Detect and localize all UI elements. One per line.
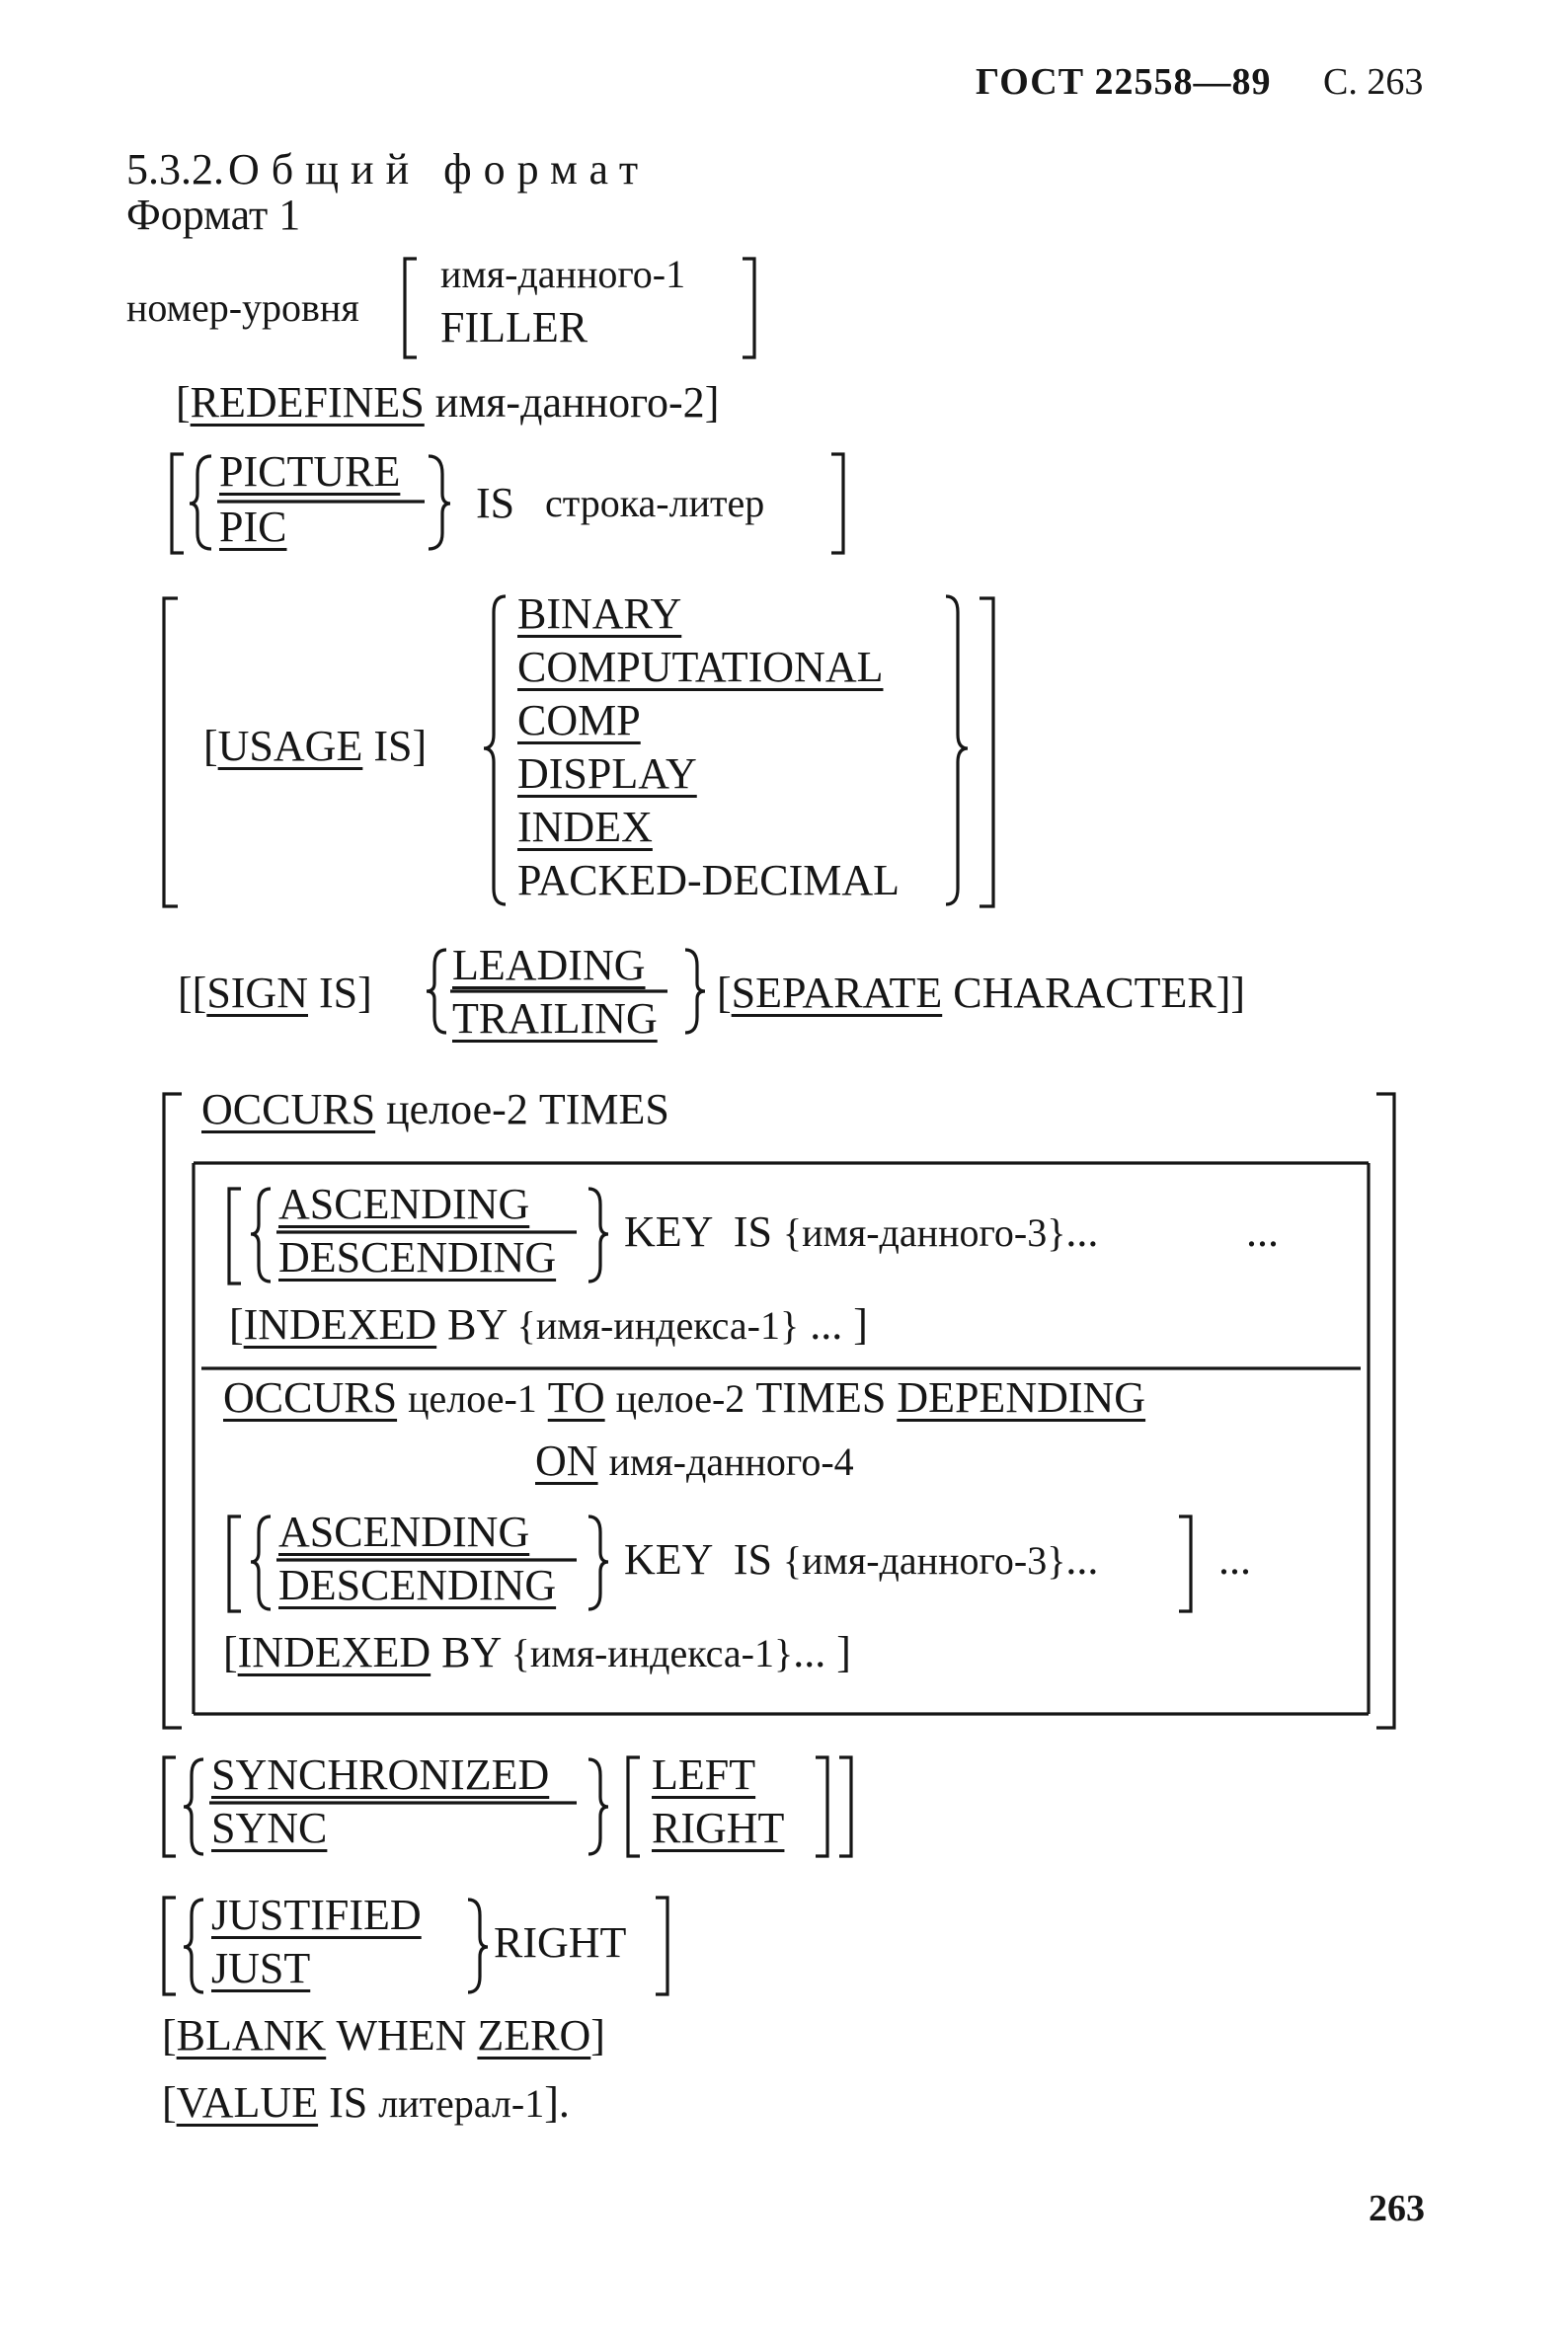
usage-option-display: DISPLAY (517, 749, 697, 798)
picture-brace-right (428, 454, 451, 551)
to-keyword: TO (547, 1373, 605, 1422)
left-right-bracket-right (816, 1755, 829, 1858)
filler-option: FILLER (440, 303, 588, 351)
key2-bracket-right (1179, 1515, 1193, 1613)
header-page-label: С. 263 (1323, 61, 1424, 103)
separate-keyword: SEPARATE (731, 969, 943, 1017)
sync-brace-right (588, 1757, 609, 1856)
pic-keyword: PIC (219, 503, 287, 551)
usage-option-computational: COMPUTATIONAL (517, 643, 884, 691)
sign-trailing: TRAILING (452, 994, 658, 1043)
blank-when-zero: [BLANK WHEN ZERO] (162, 2011, 605, 2060)
usage-option-binary: BINARY (517, 589, 682, 638)
key2-brace-left (250, 1515, 272, 1611)
occurs-int-2: целое-2 (386, 1085, 528, 1133)
just-option: JUST (211, 1944, 311, 1992)
left-right-bracket-left (626, 1755, 640, 1858)
descending-1: DESCENDING (278, 1233, 557, 1282)
indexed-keyword-2: INDEXED (237, 1628, 431, 1676)
sign-separate: [SEPARATE CHARACTER]] (717, 969, 1246, 1017)
key-is-2: KEY IS {имя-данного-3}... (624, 1535, 1099, 1584)
justified-right: RIGHT (494, 1918, 627, 1967)
justified-option: JUSTIFIED (211, 1891, 422, 1939)
sync-brace-left (183, 1757, 204, 1856)
sign-brace-left (426, 948, 447, 1035)
blank-keyword: BLANK (176, 2011, 327, 2060)
left-option: LEFT (652, 1750, 756, 1799)
ascending-1: ASCENDING (278, 1180, 530, 1228)
key2-bracket-left (227, 1515, 241, 1613)
usage-brace-left (483, 594, 507, 906)
usage-bracket-right (980, 596, 995, 908)
occurs-keyword-1: OCCURS (201, 1085, 376, 1133)
usage-brace-right (945, 594, 969, 906)
usage-keyword: USAGE (217, 722, 363, 770)
sync-option: SYNC (211, 1804, 328, 1852)
key1-brace-left (250, 1187, 272, 1283)
sign-keyword: SIGN (206, 969, 308, 1017)
level-bracket-left (403, 257, 417, 359)
header-standard: ГОСТ 22558—89 (976, 61, 1272, 103)
on-keyword: ON (535, 1437, 598, 1485)
usage-option-packed-decimal: PACKED-DECIMAL (517, 856, 901, 904)
sign-brace-right (684, 948, 706, 1035)
picture-is: IS (476, 479, 515, 527)
indexed-keyword-1: INDEXED (243, 1300, 437, 1349)
redefines-keyword: REDEFINES (190, 378, 425, 427)
just-bracket-left (162, 1896, 176, 1996)
key2-brace-right (588, 1515, 609, 1611)
section-number: 5.3.2. (126, 145, 224, 194)
value-clause: [VALUE IS литерал-1]. (162, 2078, 570, 2127)
usage-option-index: INDEX (517, 803, 653, 851)
right-option: RIGHT (652, 1804, 785, 1852)
indexed-by-1: [INDEXED BY {имя-индекса-1} ... ] (229, 1300, 868, 1349)
indexed-by-2: [INDEXED BY {имя-индекса-1}... ] (223, 1628, 851, 1676)
just-brace-left (183, 1898, 204, 1994)
sign-clause: [[SIGN IS] (178, 969, 372, 1017)
picture-bracket-right (831, 452, 845, 555)
key-is-1: KEY IS {имя-данного-3}... (624, 1207, 1099, 1256)
depending-keyword: DEPENDING (897, 1373, 1146, 1422)
data-name-1-option: имя-данного-1 (440, 252, 686, 296)
occurs-line-1: OCCURS целое-2 TIMES (201, 1088, 669, 1131)
redefines-clause: [REDEFINES имя-данного-2] (176, 378, 720, 427)
character-keyword: CHARACTER (953, 969, 1216, 1017)
format-label: Формат 1 (126, 191, 301, 239)
picture-bracket-left (170, 452, 184, 555)
key1-brace-right (588, 1187, 609, 1283)
zero-keyword: ZERO (477, 2011, 591, 2060)
usage-bracket-left (162, 596, 178, 908)
occurs-line-2: OCCURS целое-1 TO целое-2 TIMES DEPENDIN… (223, 1373, 1146, 1422)
section-heading: 5.3.2.Общий формат (126, 148, 650, 192)
value-keyword: VALUE (176, 2078, 319, 2127)
ascending-2: ASCENDING (278, 1508, 530, 1556)
section-title: Общий формат (228, 145, 651, 194)
times-keyword-1: TIMES (538, 1085, 669, 1133)
usage-clause: [USAGE IS] (203, 722, 428, 770)
just-bracket-right (656, 1896, 669, 1996)
occurs-bracket-left (162, 1092, 182, 1730)
picture-brace-left (189, 454, 212, 551)
level-number: номер-уровня (126, 285, 359, 330)
occurs-bracket-right (1376, 1092, 1396, 1730)
page-number: 263 (1369, 2188, 1425, 2229)
key1-bracket-left (227, 1187, 241, 1285)
sync-bracket-left (162, 1755, 176, 1858)
key-dots-outer-1: ... (1246, 1207, 1279, 1256)
occurs-on-line: ON имя-данного-4 (535, 1437, 854, 1485)
level-bracket-right (743, 257, 756, 359)
occurs-keyword-2: OCCURS (223, 1373, 398, 1422)
descending-2: DESCENDING (278, 1561, 557, 1609)
just-brace-right (467, 1898, 489, 1994)
usage-option-comp: COMP (517, 696, 641, 744)
key-dots-outer-2: ... (1218, 1535, 1251, 1584)
sync-bracket-right (839, 1755, 853, 1858)
picture-keyword: PICTURE (219, 447, 401, 496)
sign-leading: LEADING (452, 941, 646, 989)
redefines-arg: имя-данного-2 (434, 378, 705, 427)
picture-string: строка-литер (545, 481, 765, 525)
synchronized-option: SYNCHRONIZED (211, 1750, 550, 1799)
